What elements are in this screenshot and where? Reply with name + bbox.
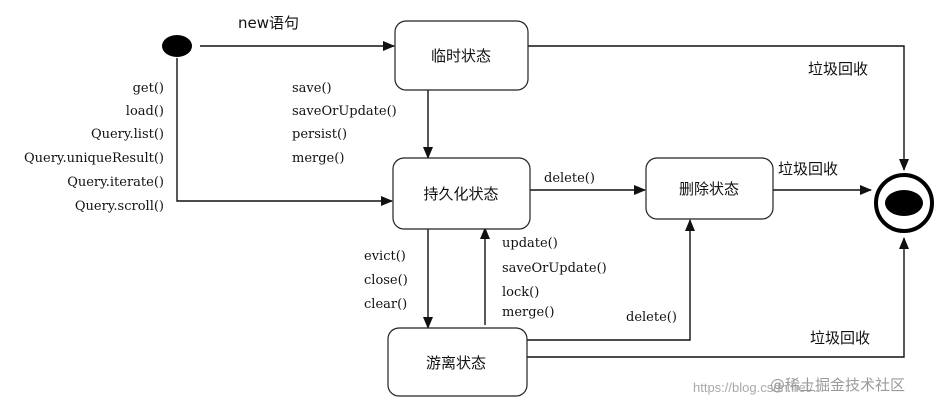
label-group-transient-persistent: save() saveOrUpdate() persist() merge() [292,81,397,166]
label-transient-gc: 垃圾回收 [808,60,868,78]
method-label: saveOrUpdate() [502,261,607,276]
edge-start-persistent [176,58,393,206]
label-new-statement: new语句 [238,14,299,32]
label-persistent-removed: delete() [544,171,595,186]
method-label: Query.list() [91,127,164,142]
method-label: Query.uniqueResult() [24,151,164,166]
state-persistent-label: 持久化状态 [423,185,498,203]
method-label: persist() [292,127,347,142]
method-label: Query.iterate() [67,175,164,190]
edge-detached-gc [527,237,909,358]
method-label: saveOrUpdate() [292,104,397,119]
state-transient-label: 临时状态 [431,47,491,65]
start-node [162,35,192,57]
method-label: update() [502,236,558,251]
label-detached-removed: delete() [626,310,677,325]
method-label: merge() [502,305,554,320]
state-removed-label: 删除状态 [679,180,739,198]
state-transient: 临时状态 [394,20,529,91]
label-group-detached-persistent: update() saveOrUpdate() lock() merge() [502,236,607,320]
method-label: save() [292,81,332,96]
edge-transient-gc [527,45,909,171]
method-label: lock() [502,285,539,300]
label-group-persistent-detached: evict() close() clear() [364,249,408,312]
method-label: get() [133,81,164,96]
watermark-site: @稀土掘金技术社区 [770,376,905,394]
state-persistent: 持久化状态 [392,157,531,230]
state-removed: 删除状态 [645,157,774,220]
label-detached-gc: 垃圾回收 [810,329,870,347]
method-label: clear() [364,297,407,312]
edge-detached-removed [527,219,695,341]
label-removed-gc: 垃圾回收 [778,160,838,178]
method-label: Query.scroll() [75,199,164,214]
watermark-url: https://blog.csdn.net/... [693,380,824,395]
state-detached: 游离状态 [387,327,528,397]
method-label: load() [126,104,164,119]
label-group-start-persistent: get() load() Query.list() Query.uniqueRe… [24,81,164,214]
method-label: merge() [292,151,344,166]
state-detached-label: 游离状态 [426,354,486,372]
method-label: evict() [364,249,406,264]
end-node [874,173,934,233]
method-label: close() [364,273,408,288]
